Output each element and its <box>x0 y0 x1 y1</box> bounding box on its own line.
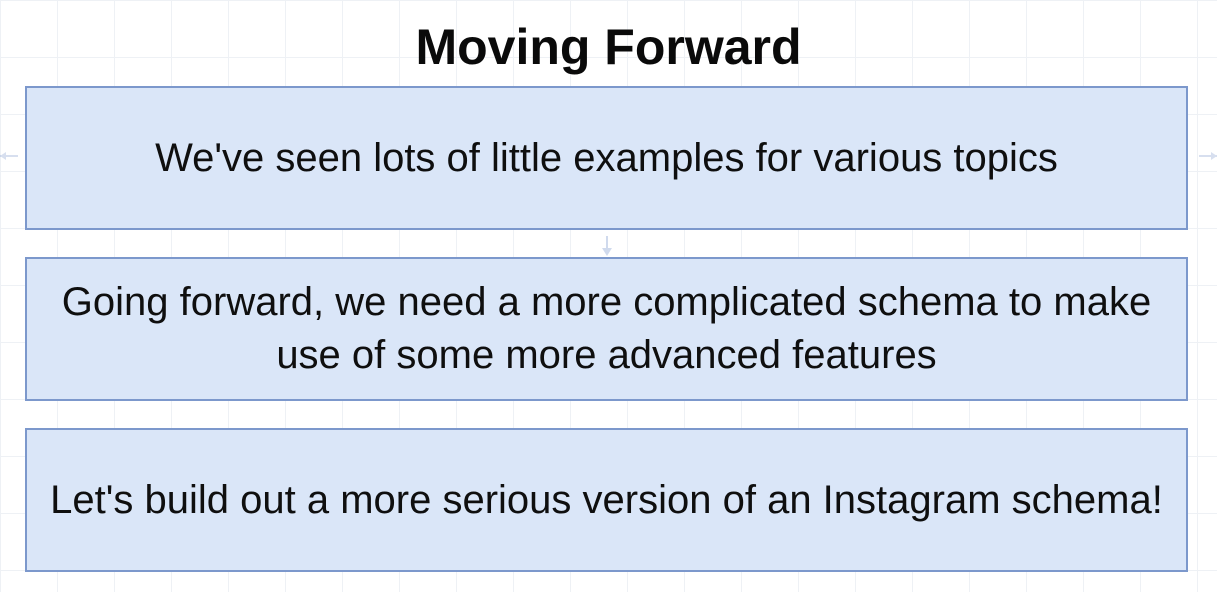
down-arrow-icon <box>602 236 612 256</box>
point-box-2-text: Going forward, we need a more complicate… <box>61 280 1152 377</box>
left-connector-arrow-icon <box>0 152 18 160</box>
point-box-2: Going forward, we need a more complicate… <box>25 257 1188 401</box>
point-box-3: Let's build out a more serious version o… <box>25 428 1188 572</box>
slide-title: Moving Forward <box>415 19 802 75</box>
right-connector-arrow-icon <box>1199 152 1217 160</box>
point-box-3-text: Let's build out a more serious version o… <box>50 477 1163 522</box>
point-box-1: We've seen lots of little examples for v… <box>25 86 1188 230</box>
point-box-1-text: We've seen lots of little examples for v… <box>155 135 1058 180</box>
